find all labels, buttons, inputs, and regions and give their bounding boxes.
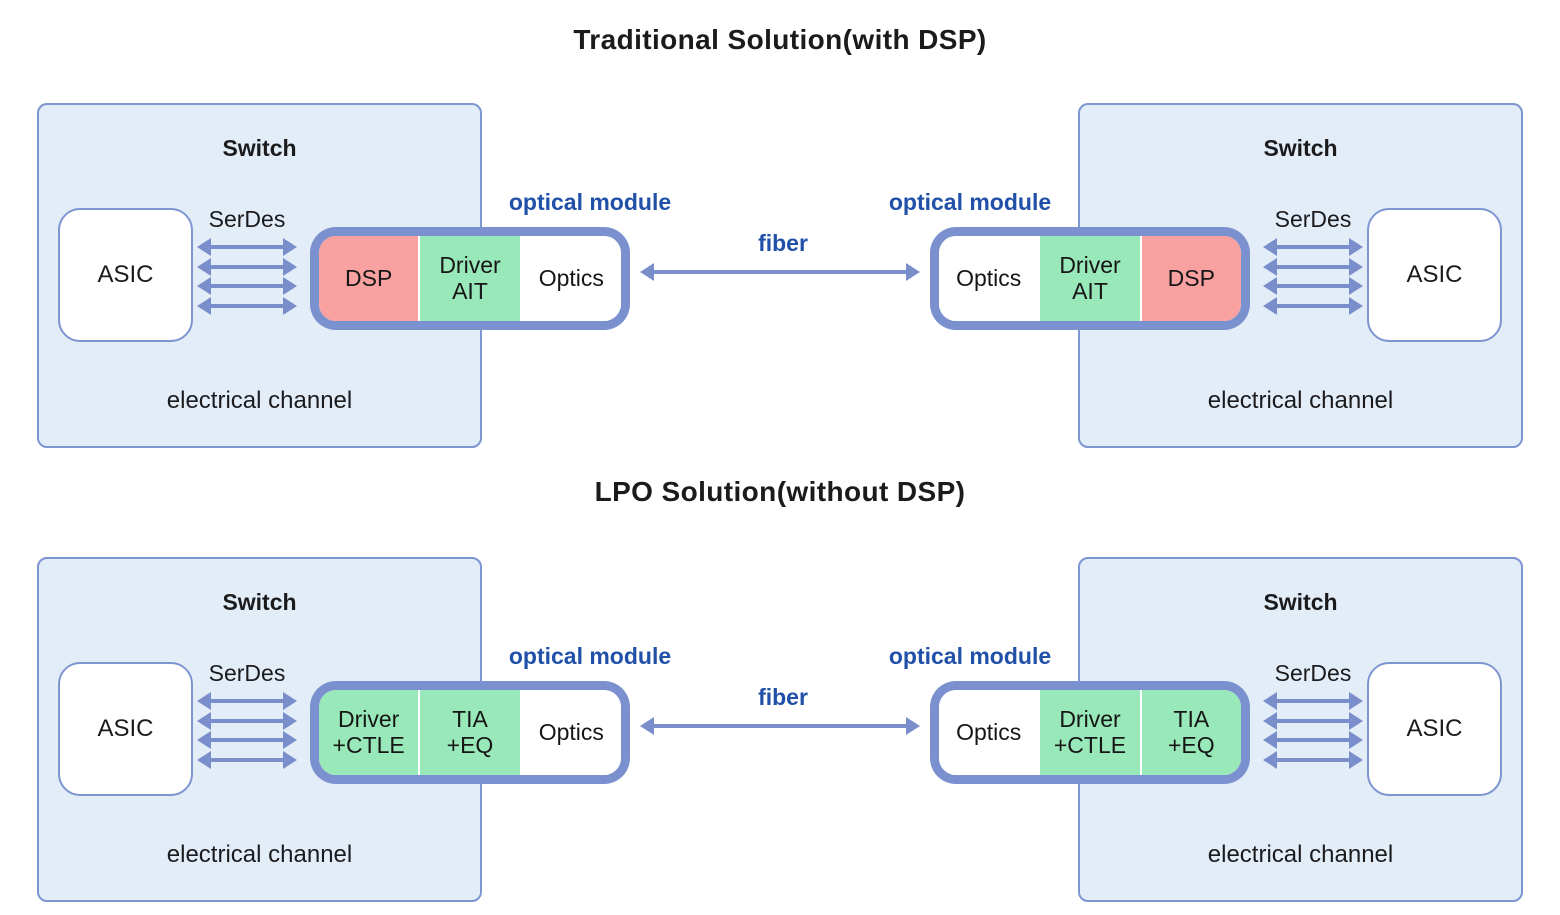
segment-label: TIA +EQ [446, 705, 494, 758]
module-segment-tia-eq: TIA +EQ [1141, 690, 1241, 775]
asic-label: ASIC [97, 715, 154, 742]
serdes-label: SerDes [208, 660, 286, 686]
segment-label: Optics [956, 264, 1022, 291]
asic-label: ASIC [1406, 715, 1463, 742]
segment-label: Optics [538, 718, 604, 745]
asic-box: ASIC [58, 208, 193, 342]
serdes-arrow [197, 692, 297, 710]
fiber-label: fiber [758, 684, 808, 710]
electrical-channel-label: electrical channel [1207, 841, 1394, 868]
segment-label: Driver AIT [1059, 251, 1121, 304]
serdes-label: SerDes [208, 206, 286, 232]
serdes-arrow [1263, 692, 1363, 710]
module-inner: Optics Driver +CTLE TIA +EQ [939, 690, 1241, 775]
segment-label: Driver +CTLE [1053, 705, 1127, 758]
section-title-lpo: LPO Solution(without DSP) [594, 476, 966, 507]
module-segment-driver-ctle: Driver +CTLE [1040, 690, 1140, 775]
module-segment-optics: Optics [521, 690, 621, 775]
optical-module-bottom-right: Optics Driver +CTLE TIA +EQ [930, 681, 1250, 784]
switch-title: Switch [222, 135, 297, 161]
serdes-arrow [197, 731, 297, 749]
section-title-traditional: Traditional Solution(with DSP) [573, 24, 987, 55]
segment-label: DSP [1167, 264, 1215, 291]
segment-label: TIA +EQ [1167, 705, 1215, 758]
serdes-arrow [1263, 712, 1363, 730]
serdes-arrow [197, 751, 297, 769]
module-inner: Optics Driver AIT DSP [939, 236, 1241, 321]
module-segment-optics: Optics [521, 236, 621, 321]
serdes-label: SerDes [1274, 660, 1352, 686]
module-segment-dsp: DSP [319, 236, 419, 321]
optical-module-top-left: DSP Driver AIT Optics [310, 227, 630, 330]
fiber-arrow [640, 717, 920, 735]
optical-module-label: optical module [888, 643, 1052, 669]
switch-title: Switch [1263, 135, 1338, 161]
optical-module-top-right: Optics Driver AIT DSP [930, 227, 1250, 330]
segment-label: Optics [956, 718, 1022, 745]
module-segment-driver-ctle: Driver +CTLE [319, 690, 419, 775]
fiber-arrow [640, 263, 920, 281]
serdes-arrow [1263, 751, 1363, 769]
asic-box: ASIC [58, 662, 193, 796]
asic-label: ASIC [1406, 261, 1463, 288]
module-segment-optics: Optics [939, 236, 1039, 321]
electrical-channel-label: electrical channel [166, 387, 353, 414]
module-segment-optics: Optics [939, 690, 1039, 775]
serdes-arrow [1263, 258, 1363, 276]
segment-label: Driver AIT [439, 251, 501, 304]
serdes-arrow [1263, 731, 1363, 749]
serdes-arrow [1263, 297, 1363, 315]
module-inner: Driver +CTLE TIA +EQ Optics [319, 690, 621, 775]
asic-box: ASIC [1367, 662, 1502, 796]
serdes-arrow [1263, 277, 1363, 295]
switch-title: Switch [222, 589, 297, 615]
fiber-label: fiber [758, 230, 808, 256]
electrical-channel-label: electrical channel [166, 841, 353, 868]
segment-label: DSP [345, 264, 393, 291]
module-segment-driver-ait: Driver AIT [1040, 236, 1140, 321]
serdes-arrow [197, 238, 297, 256]
module-segment-tia-eq: TIA +EQ [420, 690, 520, 775]
serdes-arrow [197, 258, 297, 276]
serdes-arrow [197, 712, 297, 730]
serdes-arrow [197, 297, 297, 315]
module-inner: DSP Driver AIT Optics [319, 236, 621, 321]
optical-module-label: optical module [508, 643, 672, 669]
serdes-arrow [1263, 238, 1363, 256]
optical-module-label: optical module [888, 189, 1052, 215]
segment-label: Optics [538, 264, 604, 291]
switch-title: Switch [1263, 589, 1338, 615]
serdes-arrow [197, 277, 297, 295]
asic-box: ASIC [1367, 208, 1502, 342]
segment-label: Driver +CTLE [332, 705, 405, 758]
electrical-channel-label: electrical channel [1207, 387, 1394, 414]
optical-module-label: optical module [508, 189, 672, 215]
module-segment-driver-ait: Driver AIT [420, 236, 520, 321]
asic-label: ASIC [97, 261, 154, 288]
optical-module-bottom-left: Driver +CTLE TIA +EQ Optics [310, 681, 630, 784]
module-segment-dsp: DSP [1141, 236, 1241, 321]
serdes-label: SerDes [1274, 206, 1352, 232]
